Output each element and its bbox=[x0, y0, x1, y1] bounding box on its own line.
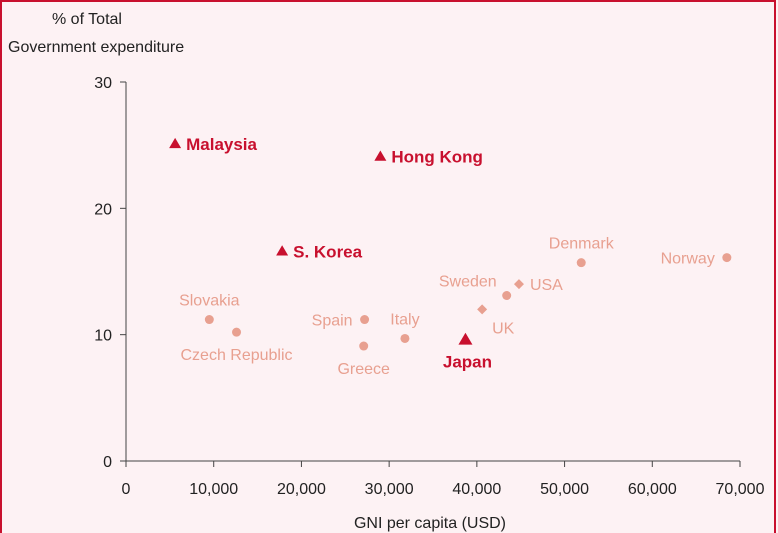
point-marker-diamond bbox=[477, 304, 488, 315]
axes bbox=[125, 82, 740, 462]
point-marker-diamond bbox=[513, 279, 524, 290]
point-label: Slovakia bbox=[179, 293, 240, 310]
point-marker-triangle bbox=[276, 245, 289, 256]
point-label: Greece bbox=[337, 361, 390, 378]
point-label: Norway bbox=[661, 251, 715, 268]
x-tick-label: 60,000 bbox=[628, 481, 677, 498]
point-marker-circle bbox=[360, 315, 370, 325]
y-tick-label: 30 bbox=[94, 75, 112, 92]
point-marker-triangle bbox=[374, 150, 387, 161]
y-axis-label-line-2: Government expenditure bbox=[8, 39, 184, 56]
x-tick-label: 10,000 bbox=[189, 481, 238, 498]
x-tick-label: 30,000 bbox=[365, 481, 414, 498]
point-marker-circle bbox=[400, 333, 410, 343]
x-axis-label: GNI per capita (USD) bbox=[354, 515, 506, 532]
point-marker-triangle bbox=[169, 137, 182, 149]
point-marker-circle bbox=[232, 327, 242, 337]
point-label: Malaysia bbox=[186, 135, 257, 154]
point-label: Sweden bbox=[439, 274, 497, 291]
point-marker-circle bbox=[576, 258, 586, 268]
point-label: Denmark bbox=[549, 236, 615, 253]
point-label: Italy bbox=[390, 311, 419, 328]
point-marker-circle bbox=[502, 291, 512, 301]
y-axis-label-line-1: % of Total bbox=[52, 11, 122, 28]
x-tick-label: 70,000 bbox=[716, 481, 765, 498]
point-label: UK bbox=[492, 320, 515, 337]
point-label: Spain bbox=[312, 313, 353, 330]
point-label: Japan bbox=[443, 353, 492, 372]
point-label: S. Korea bbox=[293, 242, 363, 261]
y-tick-label: 20 bbox=[94, 201, 112, 218]
x-tick-label: 20,000 bbox=[277, 481, 326, 498]
point-marker-triangle bbox=[458, 332, 473, 345]
point-marker-circle bbox=[204, 315, 214, 325]
x-tick-label: 40,000 bbox=[452, 481, 501, 498]
x-tick-label: 0 bbox=[122, 481, 131, 498]
point-label: USA bbox=[530, 277, 563, 294]
y-tick-label: 0 bbox=[103, 454, 112, 471]
point-label: Czech Republic bbox=[180, 347, 292, 364]
y-tick-label: 10 bbox=[94, 328, 112, 345]
point-marker-circle bbox=[359, 341, 369, 351]
point-label: Hong Kong bbox=[391, 148, 483, 167]
point-marker-circle bbox=[722, 253, 732, 263]
ticks: 0 10 20 30 0 10,000 20,000 30,000 40,000 50,000 60… bbox=[94, 75, 764, 498]
x-tick-label: 50,000 bbox=[540, 481, 589, 498]
